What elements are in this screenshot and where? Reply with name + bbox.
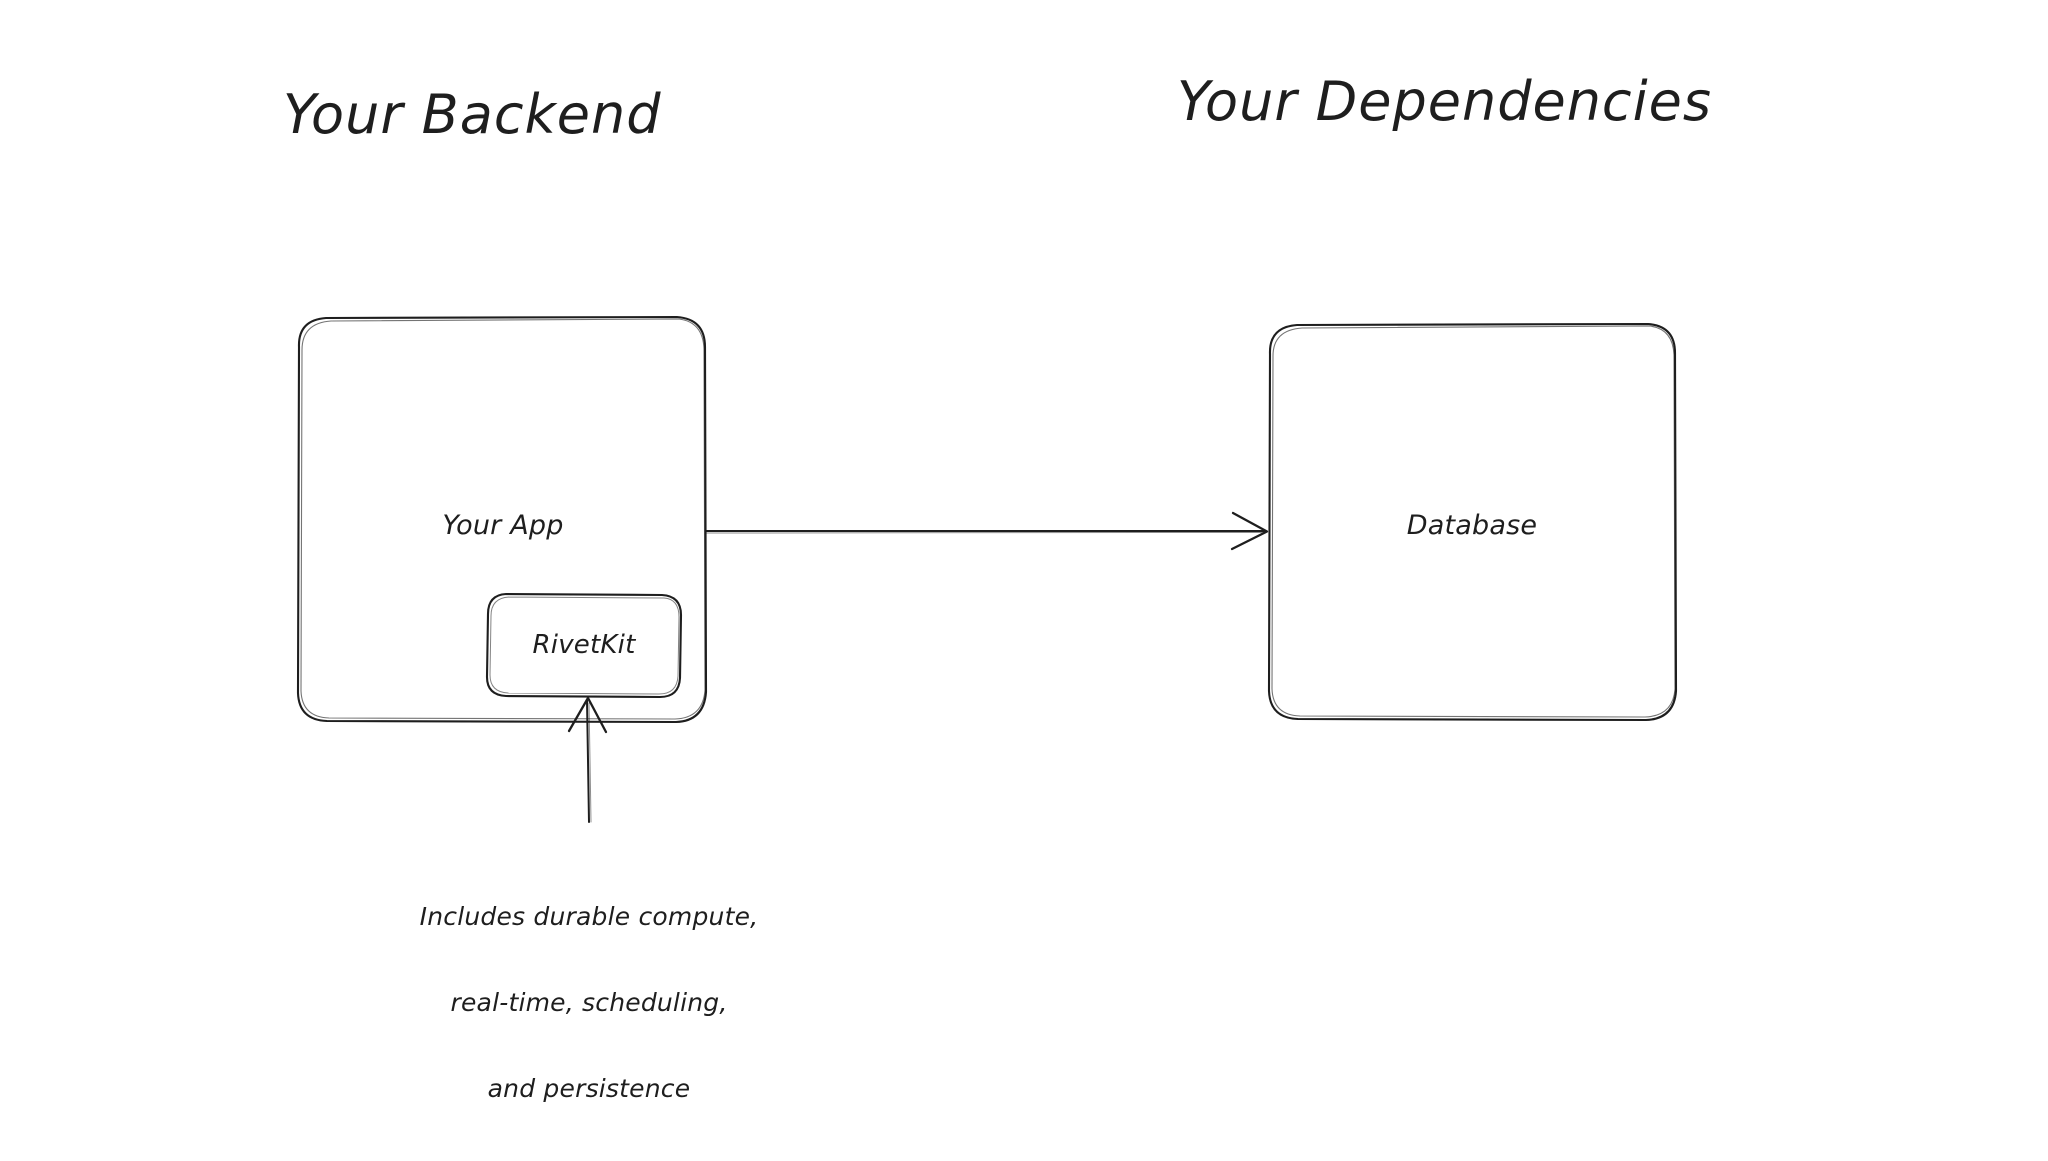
your-app-box[interactable] bbox=[296, 315, 708, 724]
caption-line-1: Includes durable compute, bbox=[419, 901, 759, 931]
arrow-caption-to-rivetkit bbox=[567, 696, 608, 823]
arrow-app-to-database bbox=[705, 511, 1269, 551]
diagram-sketch-layer bbox=[296, 315, 1678, 823]
database-box[interactable] bbox=[1267, 322, 1678, 722]
node-label-database: Database bbox=[1406, 510, 1538, 541]
diagram-canvas: Your Backend Your Dependencies Your App … bbox=[283, 70, 1712, 1103]
caption-line-3: and persistence bbox=[487, 1074, 691, 1103]
node-label-rivetkit: RivetKit bbox=[532, 630, 636, 660]
group-title-backend: Your Backend bbox=[283, 83, 662, 146]
rivetkit-box[interactable] bbox=[485, 592, 683, 699]
node-label-your-app: Your App bbox=[442, 510, 564, 541]
caption-line-2: real-time, scheduling, bbox=[450, 987, 728, 1017]
rivetkit-caption: Includes durable compute, real-time, sch… bbox=[389, 845, 789, 1161]
group-title-dependencies: Your Dependencies bbox=[1177, 70, 1712, 133]
